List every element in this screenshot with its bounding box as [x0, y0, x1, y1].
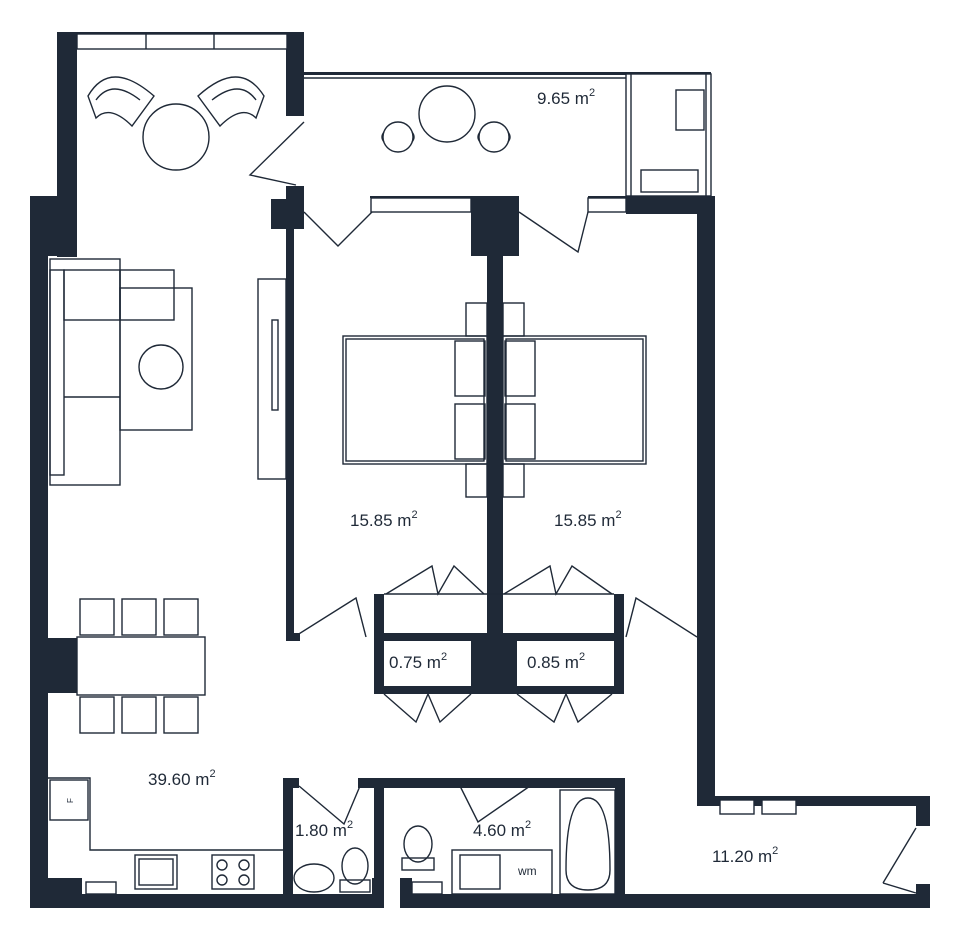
bed-right	[502, 302, 647, 498]
furniture	[48, 76, 705, 895]
round-table	[142, 103, 210, 171]
dining-chairs	[79, 598, 199, 734]
tv-unit	[257, 278, 287, 480]
coffee-table	[138, 344, 184, 390]
fridge	[49, 779, 89, 821]
bathtub	[559, 789, 616, 895]
area-wardrobe-2: 0.85 m2	[527, 651, 585, 672]
cooktop	[211, 854, 255, 890]
area-bathroom: 4.60 m2	[473, 819, 531, 840]
bath-toilet	[403, 825, 433, 863]
area-living: 39.60 m2	[148, 768, 216, 789]
sofa	[49, 258, 193, 486]
washing-machine-label: wm	[517, 864, 537, 878]
walls	[30, 32, 930, 908]
bath-sink	[459, 854, 501, 890]
dining-table	[76, 636, 206, 696]
area-wc: 1.80 m2	[295, 819, 353, 840]
doors	[248, 121, 917, 894]
wc-toilet	[341, 847, 369, 885]
area-bedroom-2: 15.85 m2	[554, 509, 622, 530]
armchair-left	[87, 76, 155, 128]
area-labels: 9.65 m2 15.85 m2 15.85 m2 0.75 m2 0.85 m…	[66, 87, 778, 878]
balcony-table	[418, 85, 476, 143]
windows	[76, 33, 797, 895]
area-terrace: 11.20 m2	[712, 845, 778, 866]
kitchen-sink	[134, 854, 178, 890]
armchair-right	[197, 76, 265, 128]
area-bedroom-1: 15.85 m2	[350, 509, 418, 530]
wc-basin	[293, 863, 335, 893]
area-balcony: 9.65 m2	[537, 87, 595, 108]
fridge-label: F	[66, 798, 75, 803]
bed-left	[342, 302, 488, 498]
area-wardrobe-1: 0.75 m2	[389, 651, 447, 672]
